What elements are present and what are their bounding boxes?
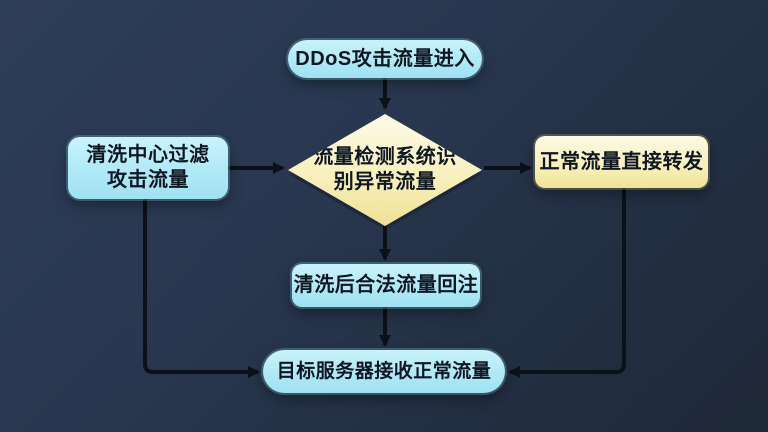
node-label-line1: 流量检测系统识 [313, 146, 457, 168]
node-label-line2: 攻击流量 [107, 169, 189, 191]
node-label: 目标服务器接收正常流量 [276, 360, 492, 382]
node-label: 清洗后合法流量回注 [293, 274, 479, 296]
node-label: DDoS攻击流量进入 [295, 47, 475, 70]
node-label-line2: 别异常流量 [333, 171, 437, 193]
node-label: 正常流量直接转发 [539, 150, 704, 173]
node-ddos-traffic-entry: DDoS攻击流量进入 [288, 40, 482, 78]
node-cleaning-center: 清洗中心过滤 攻击流量 [68, 137, 228, 199]
node-label-line1: 清洗中心过滤 [86, 144, 210, 166]
arrow-clean-to-target [143, 199, 260, 378]
node-normal-forwarding: 正常流量直接转发 [535, 136, 708, 188]
arrow-forward-to-target [508, 188, 626, 378]
node-traffic-reinjection: 清洗后合法流量回注 [292, 264, 480, 307]
node-target-server: 目标服务器接收正常流量 [263, 350, 505, 393]
